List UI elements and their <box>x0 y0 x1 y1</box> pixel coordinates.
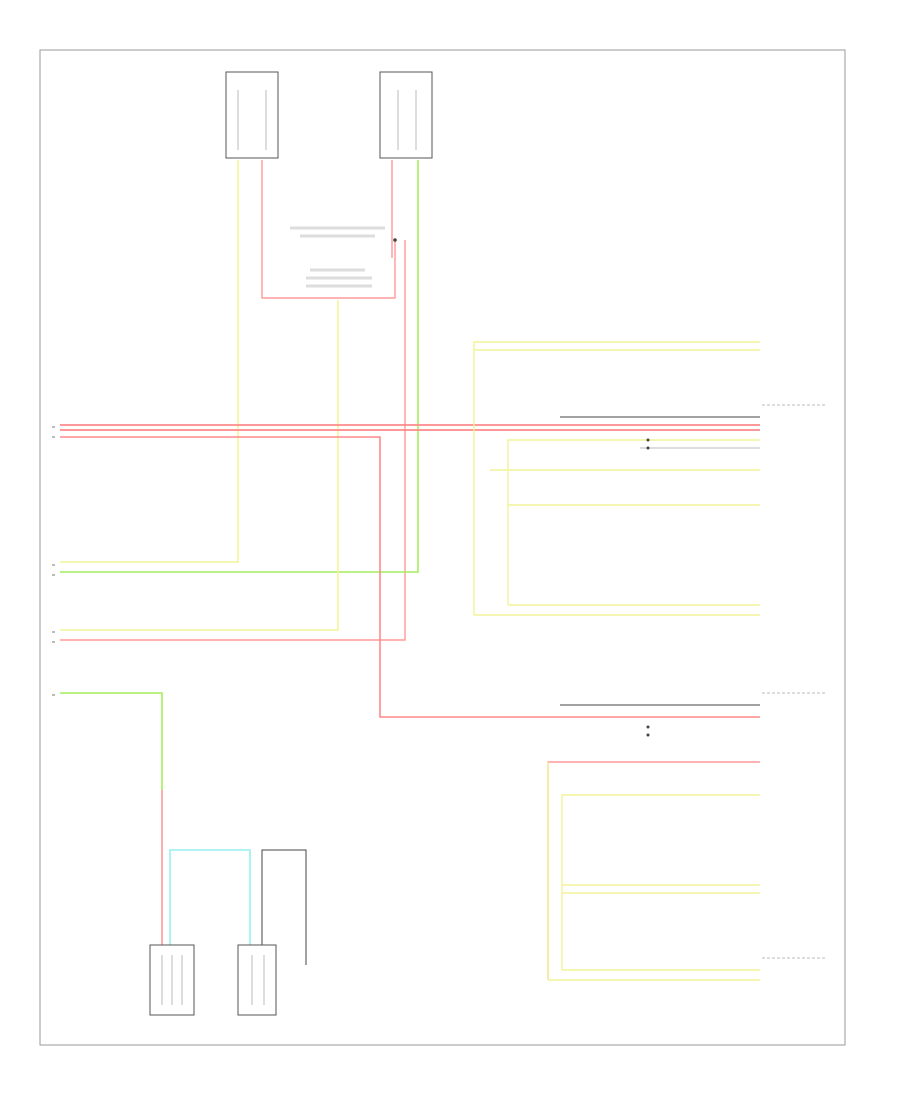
connector-bottom-mid <box>237 944 277 1016</box>
diagram-frame <box>39 49 846 1046</box>
splice-dot <box>393 238 397 242</box>
wire-red-down-center <box>60 240 406 641</box>
speaker-top-right <box>379 71 433 159</box>
wire-yellow-left-speaker <box>60 160 239 563</box>
wire-green-bottom-left <box>60 692 163 790</box>
wire-yellow-center <box>60 300 339 631</box>
group-top-right <box>473 341 825 616</box>
wire-red-bus-3 <box>60 436 760 718</box>
connector-bottom-left <box>149 944 195 1016</box>
wire-red-left-speaker <box>261 160 396 299</box>
group-lower-right <box>547 692 825 981</box>
speaker-top-left <box>225 71 279 159</box>
splice-labels <box>290 226 385 288</box>
wire-green-right-speaker <box>60 160 419 573</box>
left-pin-markers <box>52 426 55 696</box>
wire-cyan-bottom <box>169 849 251 945</box>
wire-black-bottom <box>261 849 307 965</box>
